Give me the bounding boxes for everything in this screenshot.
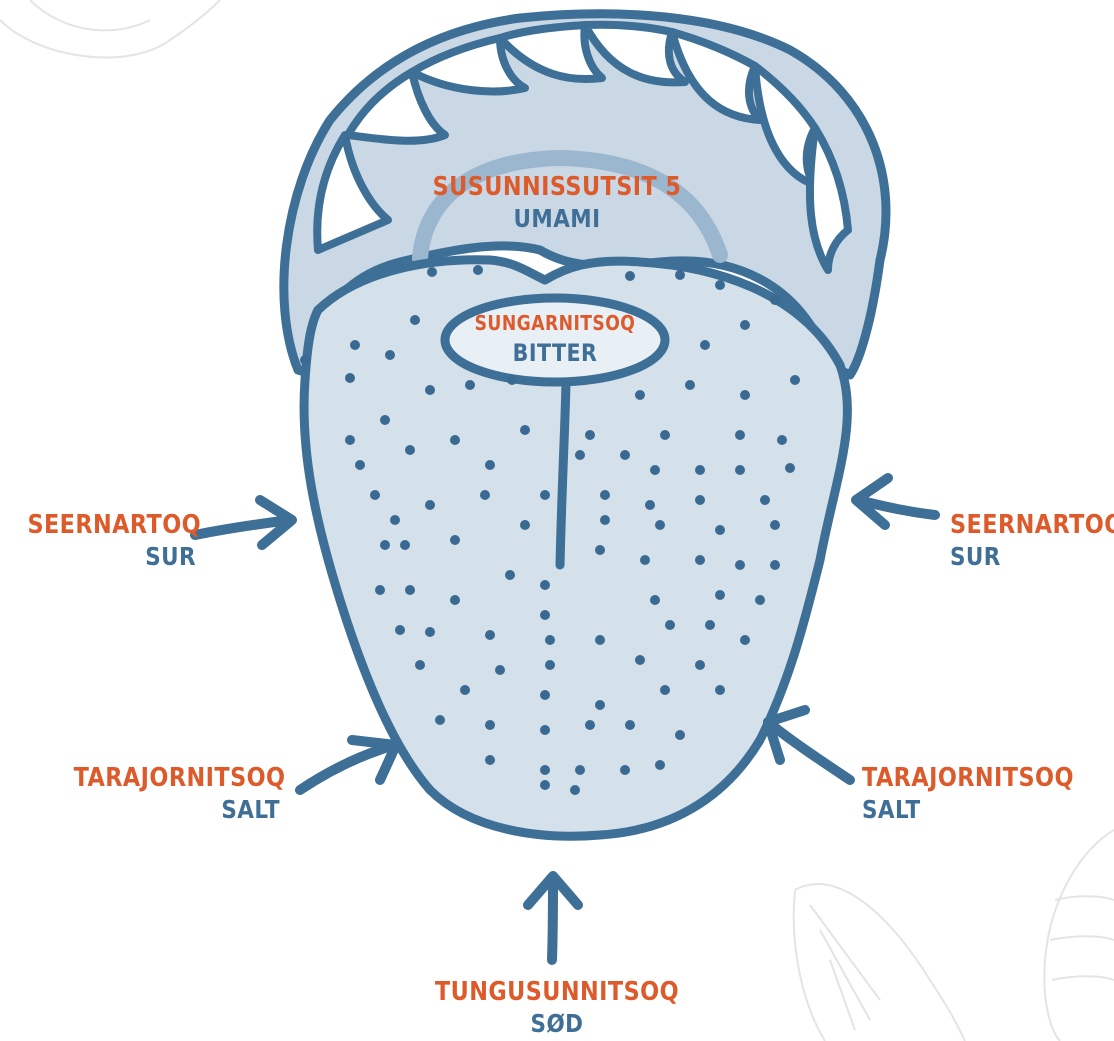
sweet-greenlandic-label: Tungusunnitsoq: [402, 979, 712, 1005]
arrow-up-icon: [528, 876, 578, 960]
salt-right-label: Tarajornitsoq Salt: [862, 765, 1102, 822]
sour-left-danish-label: Sur: [27, 544, 196, 569]
bitter-label: Sungarnitsoq Bitter: [450, 313, 660, 365]
sweet-danish-label: Sød: [402, 1011, 712, 1036]
umami-danish-label: Umami: [419, 206, 694, 231]
bitter-greenlandic-label: Sungarnitsoq: [465, 313, 646, 333]
shell-doodle-icon: [0, 0, 220, 57]
arrow-right-icon: [195, 500, 292, 545]
sour-right-greenlandic-label: Seernartoq: [950, 512, 1091, 538]
umami-greenlandic-label: Susunnissutsit 5: [419, 174, 694, 200]
sweet-label: Tungusunnitsoq Sød: [377, 979, 737, 1036]
sour-right-danish-label: Sur: [950, 544, 1091, 569]
median-groove: [560, 382, 566, 565]
bitter-danish-label: Bitter: [465, 341, 646, 365]
salt-left-label: Tarajornitsoq Salt: [40, 765, 280, 822]
umami-label: Susunnissutsit 5 Umami: [397, 174, 717, 231]
salt-left-danish-label: Salt: [74, 797, 280, 822]
salt-right-greenlandic-label: Tarajornitsoq: [862, 765, 1068, 791]
arrow-left-icon: [856, 478, 935, 525]
arrow-up-right-icon: [300, 740, 396, 790]
arrow-up-left-icon: [768, 710, 850, 780]
salt-right-danish-label: Salt: [862, 797, 1068, 822]
fish-doodle-icon: [794, 830, 1114, 1041]
sour-right-label: Seernartoq Sur: [950, 512, 1114, 569]
sour-left-label: Seernartoq Sur: [0, 512, 196, 569]
sour-left-greenlandic-label: Seernartoq: [27, 512, 196, 538]
salt-left-greenlandic-label: Tarajornitsoq: [74, 765, 280, 791]
